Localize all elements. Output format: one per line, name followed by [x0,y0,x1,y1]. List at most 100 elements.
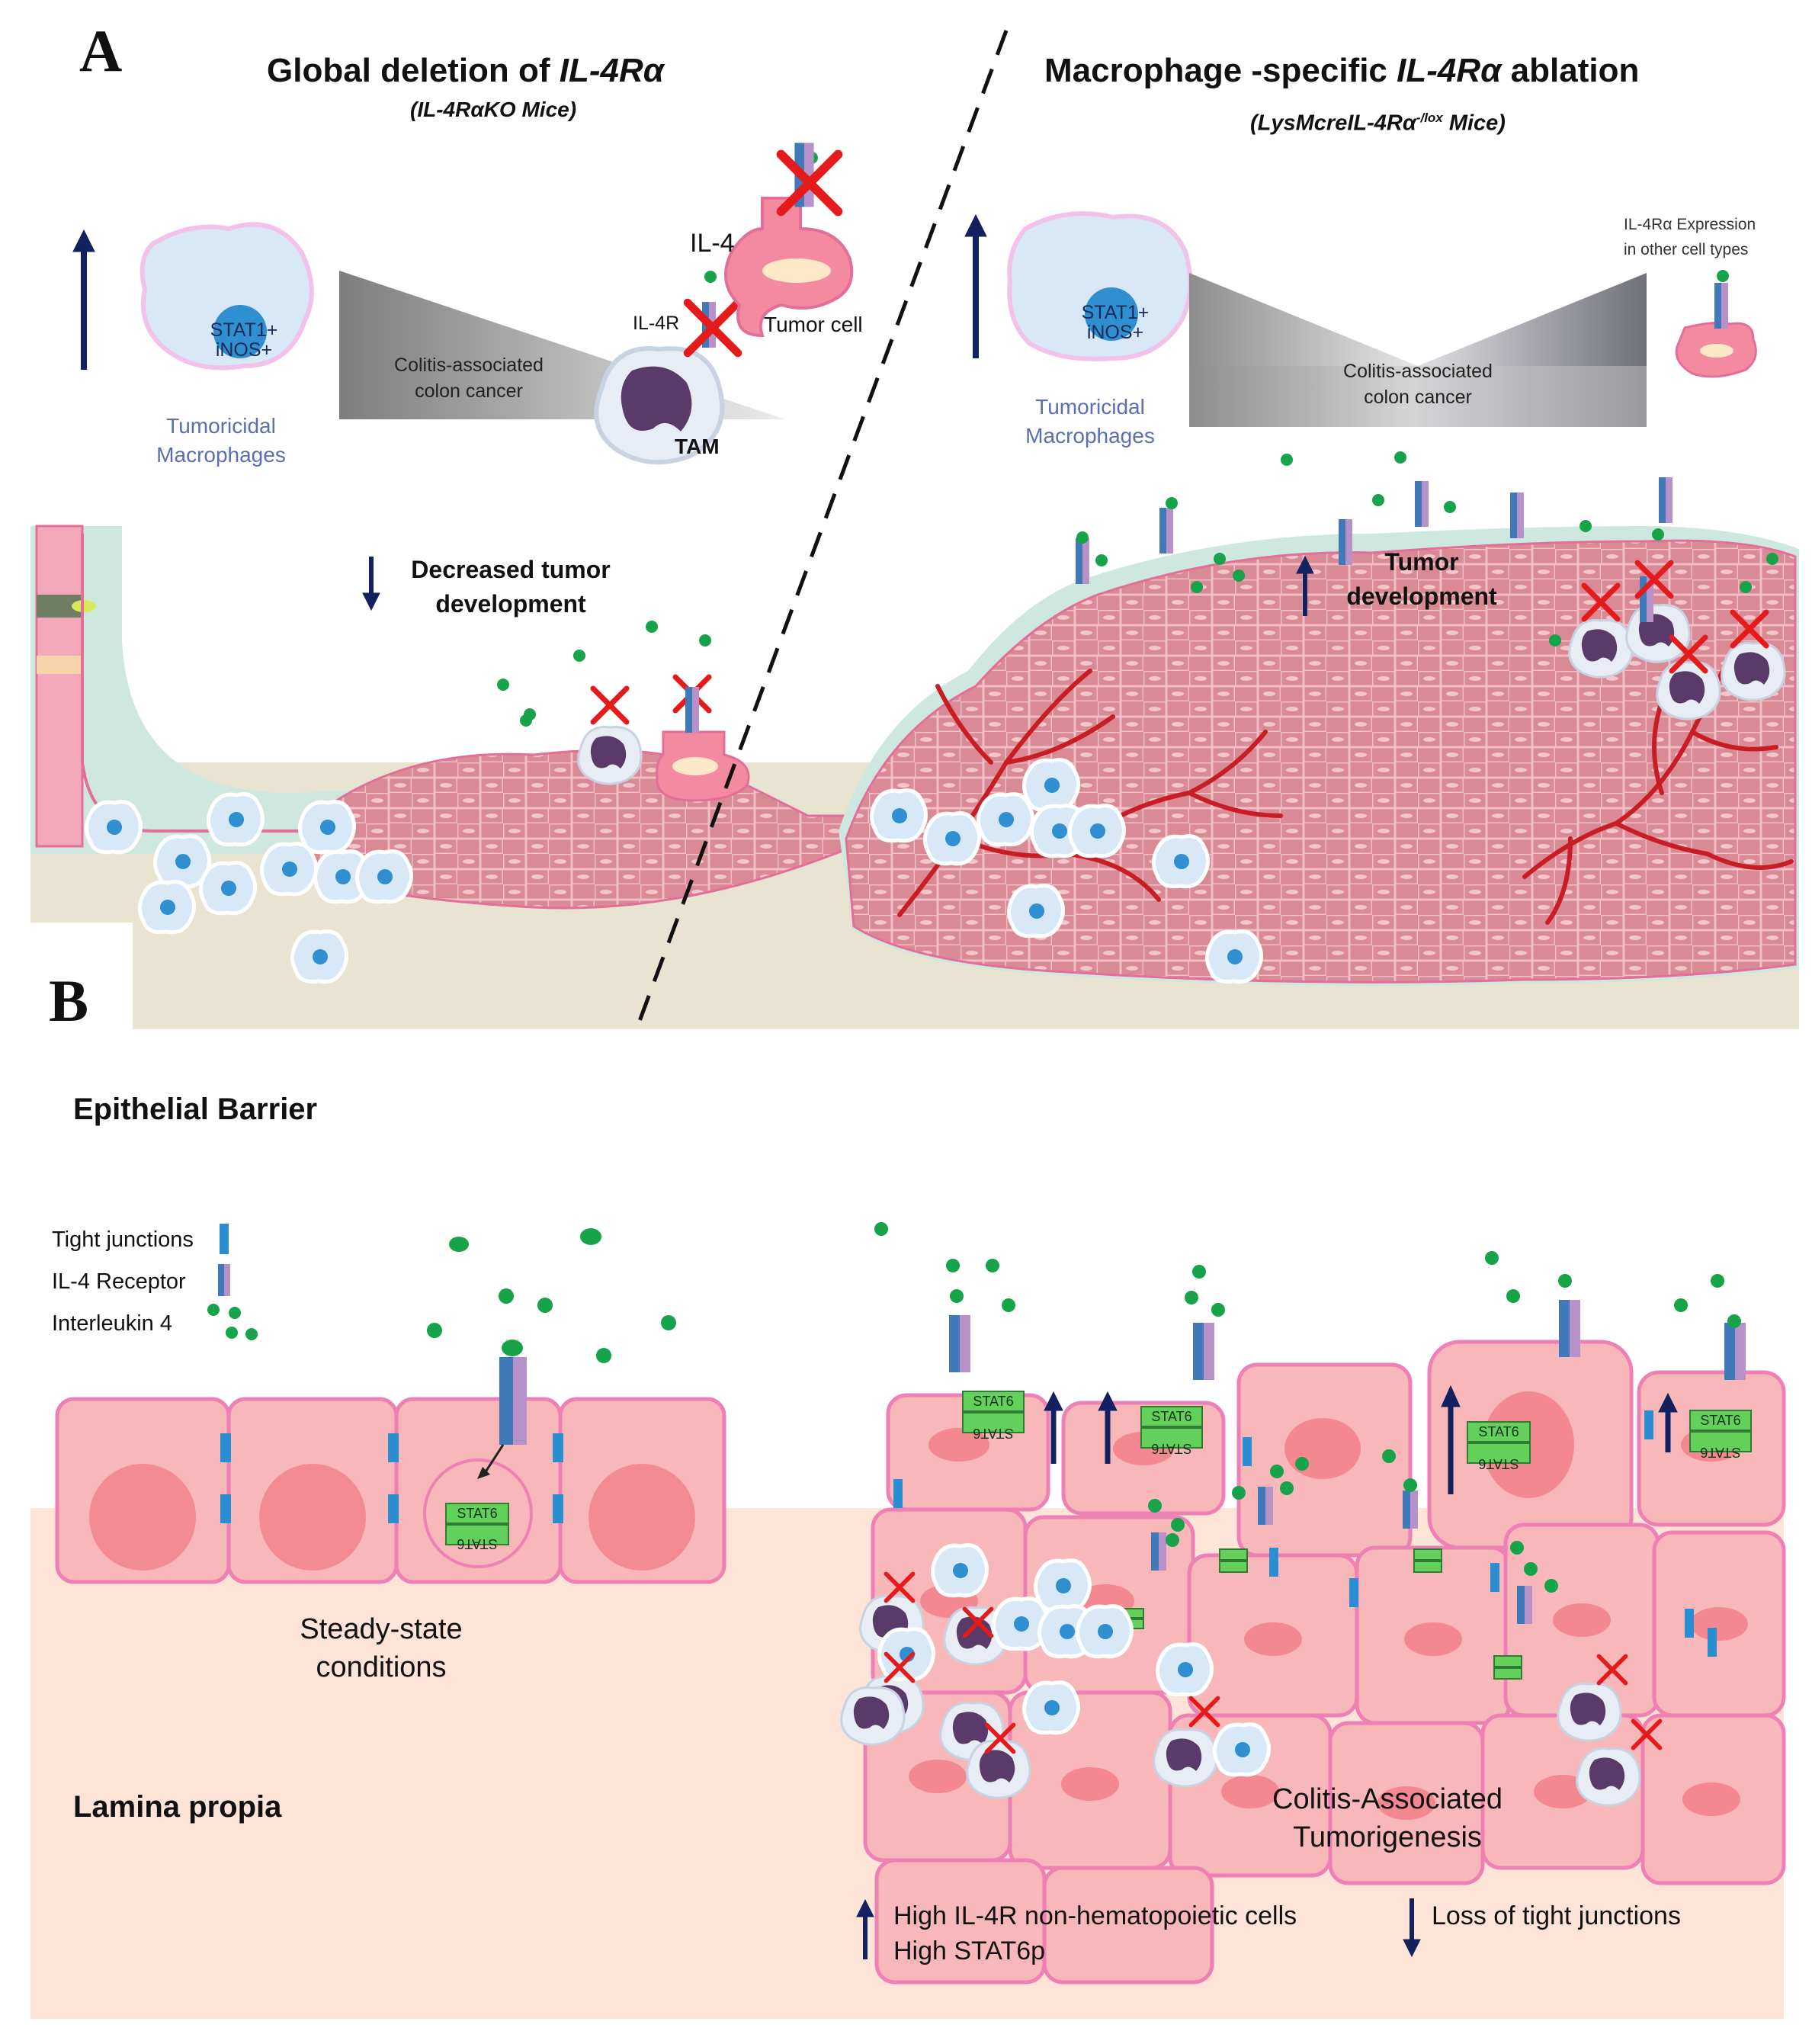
stroma-notch [30,923,133,1029]
steady-il4-receptor [499,1357,527,1445]
subtitle-global-deletion: (IL-4RαKO Mice) [410,98,577,121]
wedge-right-base [1189,366,1647,427]
panel-divider [634,30,1009,1030]
decreased-tumor-label-1: Decreased tumor [411,556,611,583]
crypt-epithelium [35,525,84,848]
other-cell-receptor [1714,283,1728,329]
marker-stat1-left: STAT1+ [210,319,278,341]
wedge-label-right: Colitis-associated colon cancer [1323,358,1513,410]
stat6-label-4-flipped: STAT6 [1700,1445,1740,1460]
tumorigenesis-label-1: Colitis-Associated [1272,1783,1503,1815]
steady-stat6 [445,1503,509,1545]
macrophage-nucleus-left [213,305,267,358]
other-cells-label-2: in other cell types [1624,241,1749,258]
subtitle-macrophage-ablation-pre: (LysMcreIL-4Rα [1250,111,1416,136]
tumorigenesis-label-2: Tumorigenesis [1293,1821,1482,1853]
bottom-legend-arrows [856,1898,1421,1959]
epithelial-barrier-label: Epithelial Barrier [73,1093,318,1126]
macrophage-nucleus-right [1085,287,1138,341]
steady-stat6-text-flipped: STAT6 [457,1536,497,1551]
tumoricidal-macrophage-right [1007,211,1193,361]
tumoricidal-label-left-2: Macrophages [156,443,286,467]
stat6-label-4: STAT6 [1700,1413,1740,1428]
tumoricidal-label-left-1: Tumoricidal [166,414,276,438]
bottom-down-legend: Loss of tight junctions [1432,1901,1681,1930]
stat6-label-2: STAT6 [1151,1409,1191,1424]
tumor-development-label-2: development [1346,582,1497,610]
panel-letter-a: A [79,18,123,84]
stat6-label-3: STAT6 [1478,1424,1519,1439]
legend-tight-junction-icon [220,1224,229,1254]
steady-signal-arrowhead [477,1467,490,1479]
tumor-stat6-labels: STAT6 STAT6 STAT6 STAT6 STAT6 STAT6 STAT… [973,1394,1740,1471]
tumoricidal-label-left: Tumoricidal Macrophages [130,412,313,470]
subtitle-macrophage-ablation: (LysMcreIL-4Rα-/lox Mice) [1250,111,1506,136]
il4r-label: IL-4R [633,313,680,334]
il4-label: IL-4 [690,229,735,258]
crypt-paneth [37,656,82,674]
legend-il4-icon [207,1304,258,1340]
tumoricidal-label-right-1: Tumoricidal [1035,395,1145,419]
small-tumor-cell-nucleus [672,757,718,775]
wedge-label-left-2: colon cancer [415,380,523,402]
large-tumor-tissue [845,539,1797,983]
steady-state-label: Steady-state conditions [267,1610,495,1686]
wedge-label-left-1: Colitis-associated [394,355,544,376]
tam-label: TAM [675,435,720,458]
up-arrow-tumor-development [1296,555,1314,616]
up-arrows-b [1044,1385,1678,1494]
title-macrophage-ablation-gene: IL-4Rα [1397,52,1502,89]
other-cells-label: IL-4Rα Expression in other cell types [1624,212,1756,262]
tumoricidal-label-right: Tumoricidal Macrophages [999,393,1182,451]
steady-tight-junctions [220,1433,563,1523]
down-arrow-decreased [362,557,380,611]
wedge-label-right-2: colon cancer [1364,387,1472,408]
tumor-cell-nucleus [762,258,831,283]
marker-inos-left: iNOS+ [215,339,273,361]
title-macrophage-ablation: Macrophage -specific IL-4Rα ablation [1044,52,1639,90]
stat6-label-1: STAT6 [973,1394,1013,1409]
bottom-up-legend-2: High STAT6p [893,1937,1046,1965]
tumor-il4-receptors-b [949,1300,1746,1624]
title-macrophage-ablation-end: ablation [1510,52,1640,89]
subtitle-macrophage-ablation-post: Mice) [1442,111,1506,136]
bottom-up-legend-1: High IL-4R non-hematopoietic cells [893,1901,1297,1930]
title-global-deletion-text: Global deletion of [267,52,550,89]
wedge-label-left: Colitis-associated colon cancer [374,352,564,404]
stat6-label-1-flipped: STAT6 [973,1426,1013,1441]
stat6-label-3-flipped: STAT6 [1478,1456,1519,1471]
steady-state-epithelium [55,1397,726,1584]
marker-inos-right: iNOS+ [1086,322,1144,343]
il4-dots-tumor-b [874,1222,1741,1593]
steady-stat6-text: STAT6 [457,1506,497,1521]
subtitle-macrophage-ablation-sup: -/lox [1416,111,1443,125]
other-cell-nucleus [1700,344,1733,358]
steady-signal-arrow [483,1444,505,1474]
wedge-label-right-1: Colitis-associated [1343,361,1493,382]
macrophage-markers-right: STAT1+ iNOS+ [1073,303,1157,342]
small-tumor-cell-receptor [685,687,699,733]
tumor-development-label: Tumor development [1319,545,1525,614]
tumor-development-label-1: Tumor [1384,548,1459,576]
stat6-label-2-flipped: STAT6 [1151,1441,1191,1456]
steady-state-label-1: Steady-state [300,1613,463,1645]
steady-state-label-2: conditions [316,1651,447,1683]
marker-stat1-right: STAT1+ [1081,302,1150,323]
up-arrows-a [72,213,987,370]
tumor-tight-junctions [893,1410,1717,1657]
other-cells-label-1: IL-4Rα Expression [1624,216,1756,233]
decreased-tumor-label-2: development [435,590,586,618]
il4-dots-steady [427,1228,676,1363]
tumoricidal-label-right-2: Macrophages [1025,424,1155,448]
tumoricidal-macrophage-left [140,222,314,371]
tumor-stat6-blocks [962,1391,1752,1680]
il4-dots-a [497,152,1778,727]
tumorigenesis-label: Colitis-Associated Tumorigenesis [1235,1780,1540,1856]
legend-interleukin4: Interleukin 4 [52,1311,172,1336]
legend-receptor-icon [218,1264,230,1296]
title-macrophage-ablation-text: Macrophage -specific [1044,52,1387,89]
decreased-tumor-label: Decreased tumor development [385,553,637,621]
legend-il4-receptor: IL-4 Receptor [52,1269,186,1294]
tumor-cell-label: Tumor cell [764,313,863,336]
